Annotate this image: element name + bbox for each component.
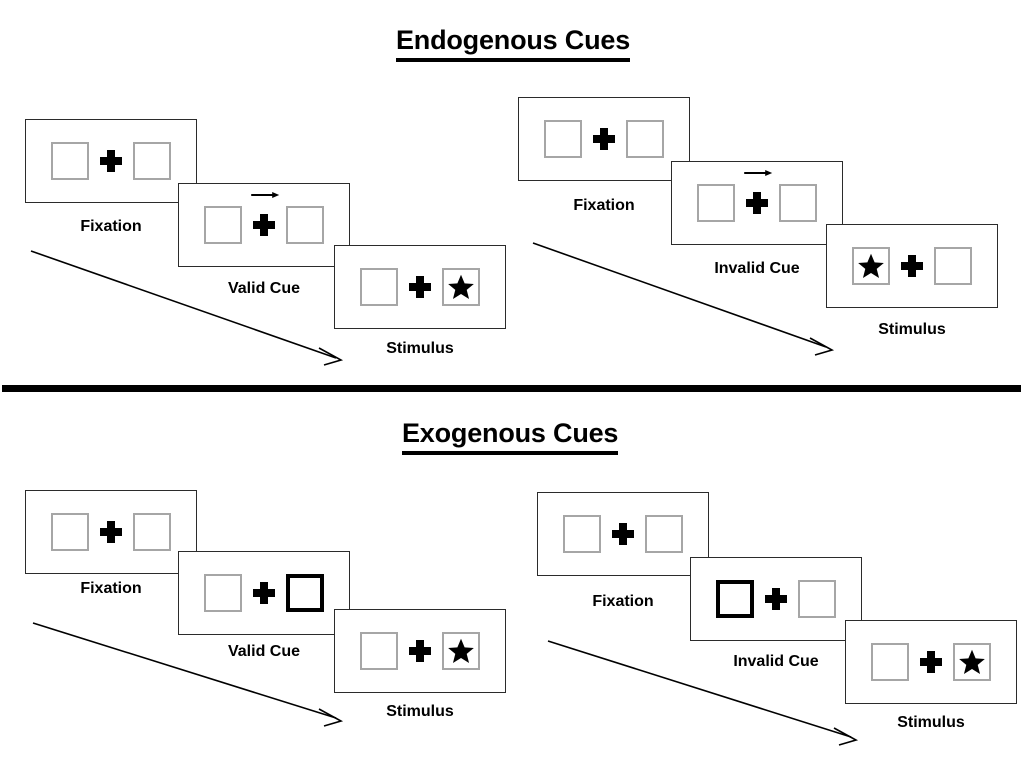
center-slot [890,244,934,288]
arrow-right-cue-icon [744,170,773,176]
fixation-cross-icon [746,192,768,214]
center-slot [909,640,953,684]
time-sequence-arrow-icon [532,242,835,356]
panel-content [827,244,997,288]
star-icon [959,649,985,675]
panel-content [519,117,689,161]
panel-content [335,629,505,673]
panel-endogenous-invalid-cue [671,161,843,245]
panel-content [846,640,1016,684]
fixation-cross-icon [100,150,122,172]
left-box [563,515,601,553]
left-box-cued [716,580,754,618]
caption-exogenous-valid-fixation: Fixation [80,580,142,597]
caption-endogenous-valid-cue: Valid Cue [227,280,301,297]
center-slot [398,629,442,673]
panel-endogenous-valid-fixation [25,119,197,203]
fixation-cross-icon [920,651,942,673]
right-box [798,580,836,618]
caption-endogenous-valid-fixation: Fixation [80,218,142,235]
caption-endogenous-invalid-stimulus: Stimulus [878,321,946,338]
panel-exogenous-invalid-fixation [537,492,709,576]
right-box [626,120,664,158]
center-slot [601,512,645,556]
panel-exogenous-valid-cue [178,551,350,635]
fixation-cross-icon [612,523,634,545]
fixation-cross-icon [253,214,275,236]
left-box [51,142,89,180]
panel-content [179,192,349,247]
left-box [51,513,89,551]
center-slot [242,192,286,247]
right-box [133,513,171,551]
caption-exogenous-invalid-cue: Invalid Cue [733,653,819,670]
panel-content [672,170,842,225]
arrow-right-cue-icon [251,192,280,198]
fixation-cross-icon [409,276,431,298]
panel-exogenous-valid-stimulus [334,609,506,693]
panel-endogenous-valid-cue [178,183,350,267]
panel-content [335,265,505,309]
fixation-cross-icon [253,582,275,604]
panel-exogenous-valid-fixation [25,490,197,574]
left-box [204,206,242,244]
fixation-cross-icon [409,640,431,662]
left-box [852,247,890,285]
right-box-cued [286,574,324,612]
right-box [934,247,972,285]
right-box [442,632,480,670]
panel-content [26,139,196,183]
center-slot [242,571,286,615]
panel-content [538,512,708,556]
right-box [645,515,683,553]
panel-content [179,571,349,615]
fixation-cross-icon [901,255,923,277]
center-slot [89,510,133,554]
center-slot [398,265,442,309]
caption-endogenous-valid-stimulus: Stimulus [386,340,454,357]
right-box [133,142,171,180]
center-slot [89,139,133,183]
left-box [697,184,735,222]
caption-exogenous-invalid-stimulus: Stimulus [897,714,965,731]
right-box [442,268,480,306]
fixation-cross-icon [593,128,615,150]
panel-content [26,510,196,554]
caption-endogenous-invalid-cue: Invalid Cue [714,260,800,277]
panel-endogenous-invalid-fixation [518,97,690,181]
caption-exogenous-valid-stimulus: Stimulus [386,703,454,720]
star-icon [448,638,474,664]
panel-endogenous-invalid-stimulus [826,224,998,308]
center-slot [735,170,779,225]
star-icon [448,274,474,300]
caption-exogenous-valid-cue: Valid Cue [227,643,301,660]
panel-endogenous-valid-stimulus [334,245,506,329]
left-box [544,120,582,158]
center-slot [754,577,798,621]
star-icon [858,253,884,279]
left-box [360,632,398,670]
left-box [360,268,398,306]
right-box [286,206,324,244]
fixation-cross-icon [100,521,122,543]
section-title-exogenous: Exogenous Cues [402,418,618,455]
left-box [204,574,242,612]
right-box [953,643,991,681]
right-box [779,184,817,222]
panel-content [691,577,861,621]
caption-endogenous-invalid-fixation: Fixation [573,197,635,214]
fixation-cross-icon [765,588,787,610]
left-box [871,643,909,681]
caption-exogenous-invalid-fixation: Fixation [592,593,654,610]
center-slot [582,117,626,161]
section-divider [2,385,1021,392]
panel-exogenous-invalid-stimulus [845,620,1017,704]
section-title-endogenous: Endogenous Cues [396,25,630,62]
panel-exogenous-invalid-cue [690,557,862,641]
